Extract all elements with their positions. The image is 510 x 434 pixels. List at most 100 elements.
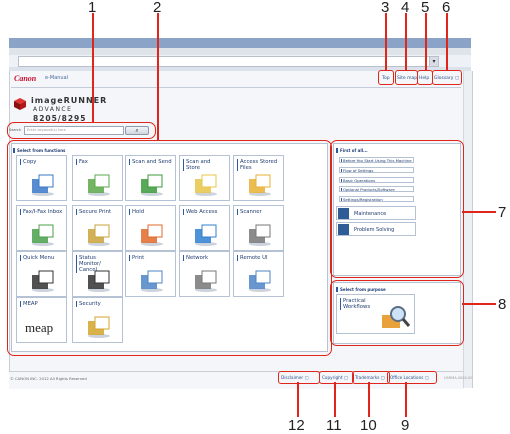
copyright-callout-ring [319,371,354,384]
disclaimer-callout-ring [278,371,320,384]
optional-products-link[interactable]: Optional Products/Software [339,186,414,192]
function-tile-label: Security [76,301,119,307]
callout-number-12: 12 [288,417,305,434]
function-tile-copy[interactable]: Copy [16,155,67,201]
function-tile-label: Network [183,255,226,261]
window-icon: ▢ [304,375,309,380]
remote-ui-icon [249,270,271,292]
callout-number-4: 4 [401,0,410,16]
function-tile-padlock[interactable]: Security [72,297,123,343]
function-tile-hold[interactable]: Hold [125,205,176,251]
function-tile-scanner[interactable]: Scanner [233,205,284,251]
function-tile-web-access[interactable]: Web Access [179,205,230,251]
address-dropdown-button[interactable]: ▾ [429,56,439,67]
address-bar[interactable] [18,56,432,67]
web-access-icon [195,224,217,246]
problem-solving-button[interactable]: Problem Solving [336,222,416,236]
callout-line-9 [405,382,407,417]
function-tile-label: Fax/I-Fax Inbox [20,209,63,215]
callout-line-3 [385,13,387,71]
callout-line-8 [462,303,496,305]
before-you-start-link[interactable]: Before You Start Using This Machine [339,157,414,163]
page-scrollbar[interactable] [463,71,472,388]
copy-icon [32,174,54,196]
maintenance-icon [338,208,349,219]
browser-tab-bar [9,67,471,71]
trademarks-callout-ring [352,371,390,384]
callout-number-5: 5 [421,0,430,16]
callout-line-12 [297,382,299,417]
function-tile-label: Scan and Store [183,159,226,171]
callout-number-2: 2 [153,0,162,16]
flow-of-settings-link[interactable]: Flow of Settings [339,167,414,173]
callout-number-1: 1 [88,0,97,16]
basic-operations-link[interactable]: Basic Operations [339,177,414,183]
trademarks-link[interactable]: Trademarks ▢ [355,375,385,380]
function-tile-label: MEAP [20,301,63,307]
copyright-notice: © CANON INC. 2012 All Rights Reserved [10,376,87,381]
practical-workflows-label: Practical Workflows [340,298,377,310]
function-tile-label: Scanner [237,209,280,215]
function-tile-label: Access Stored Files [237,159,280,171]
function-tile-scan-send[interactable]: Scan and Send [125,155,176,201]
problem-solving-icon [338,224,349,235]
maintenance-button[interactable]: Maintenance [336,206,416,220]
help-link[interactable]: Help [419,76,430,81]
callout-number-10: 10 [360,417,377,434]
functions-header: Select from functions [13,148,65,153]
function-tile-secure-print[interactable]: Secure Print [72,205,123,251]
first-of-all-callout-ring [330,140,464,278]
search-label: Search [9,128,22,132]
purpose-header: Select from purpose [336,287,386,292]
disclaimer-link[interactable]: Disclaimer ▢ [281,375,309,380]
search-callout-ring [7,122,156,139]
function-tile-stored-files[interactable]: Access Stored Files [233,155,284,201]
purpose-callout-ring [330,280,464,346]
canon-logo: Canon [14,74,37,83]
callout-line-4 [405,13,407,71]
function-tile-scan-store[interactable]: Scan and Store [179,155,230,201]
office-locations-link[interactable]: Office Locations ▢ [390,375,429,380]
maintenance-label: Maintenance [354,211,387,217]
function-tile-print[interactable]: Print [125,251,176,297]
function-tile-fax[interactable]: Fax [72,155,123,201]
callout-number-6: 6 [442,0,451,16]
function-tile-label: Secure Print [76,209,119,215]
first-of-all-header: First of all... [336,148,368,153]
callout-line-7 [462,211,496,213]
scan-store-icon [195,174,217,196]
function-tile-label: Web Access [183,209,226,215]
window-icon: ▢ [380,375,385,380]
callout-number-8: 8 [498,296,507,313]
practical-workflows-tile[interactable]: Practical Workflows [336,294,415,334]
stored-files-icon [249,174,271,196]
network-icon [195,270,217,292]
settings-registration-link[interactable]: Settings/Registration [339,196,414,202]
function-tile-network[interactable]: Network [179,251,230,297]
search-button[interactable]: ⌕ [125,126,149,135]
manual-title: e-Manual [45,75,69,81]
function-tile-fax-inbox[interactable]: Fax/I-Fax Inbox [16,205,67,251]
site-map-link[interactable]: Site map [397,76,418,81]
fax-icon [88,174,110,196]
print-icon [141,270,163,292]
product-model: 8205/8295 [33,114,87,123]
window-icon: ▢ [454,76,460,81]
browser-toolbar [9,48,471,55]
callout-number-3: 3 [381,0,390,16]
function-tile-label: Print [129,255,172,261]
browser-title-bar [9,38,471,48]
header-divider [11,87,461,88]
copyright-link[interactable]: Copyright ▢ [322,375,348,380]
search-input[interactable]: Enter keyword(s) here [24,126,124,135]
glossary-link[interactable]: Glossary ▢ [434,76,460,81]
function-tile-status-monitor[interactable]: Status Monitor/ Cancel [72,251,123,297]
magnifier-book-icon [382,306,411,328]
function-tile-remote-ui[interactable]: Remote UI [233,251,284,297]
top-link[interactable]: Top [382,76,390,81]
secure-print-icon [88,224,110,246]
function-tile-quick-menu[interactable]: Quick Menu [16,251,67,297]
callout-line-11 [334,382,336,417]
function-tile-label: Remote UI [237,255,280,261]
